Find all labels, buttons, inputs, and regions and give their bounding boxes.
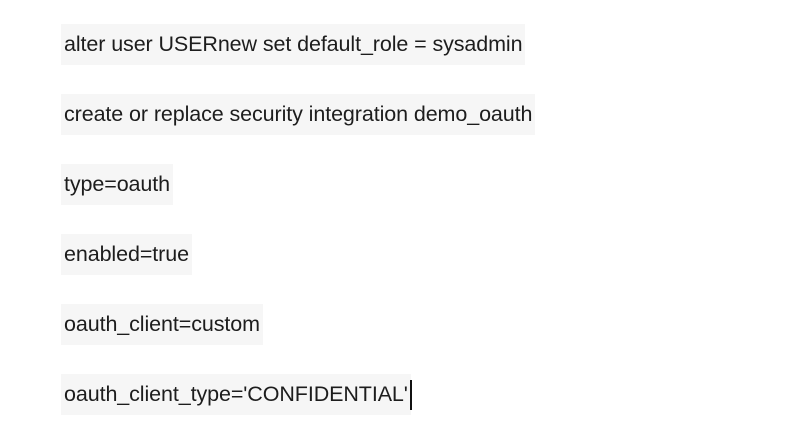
document-line[interactable]: create or replace security integration d… (61, 94, 781, 135)
document-line[interactable]: oauth_client_type='CONFIDENTIAL' (61, 374, 781, 415)
document-line[interactable]: oauth_client=custom (61, 304, 781, 345)
document-text-body[interactable]: alter user USERnew set default_role = sy… (61, 24, 781, 415)
document-line-text: oauth_client_type='CONFIDENTIAL' (61, 374, 411, 415)
text-cursor-caret (409, 380, 412, 410)
document-line[interactable]: alter user USERnew set default_role = sy… (61, 24, 781, 65)
document-line-text: alter user USERnew set default_role = sy… (61, 24, 526, 65)
document-line-text: create or replace security integration d… (61, 94, 536, 135)
document-line[interactable]: enabled=true (61, 234, 781, 275)
document-line[interactable]: type=oauth (61, 164, 781, 205)
document-line-text: type=oauth (61, 164, 173, 205)
document-line-text: oauth_client=custom (61, 304, 263, 345)
document-line-text: enabled=true (61, 234, 192, 275)
